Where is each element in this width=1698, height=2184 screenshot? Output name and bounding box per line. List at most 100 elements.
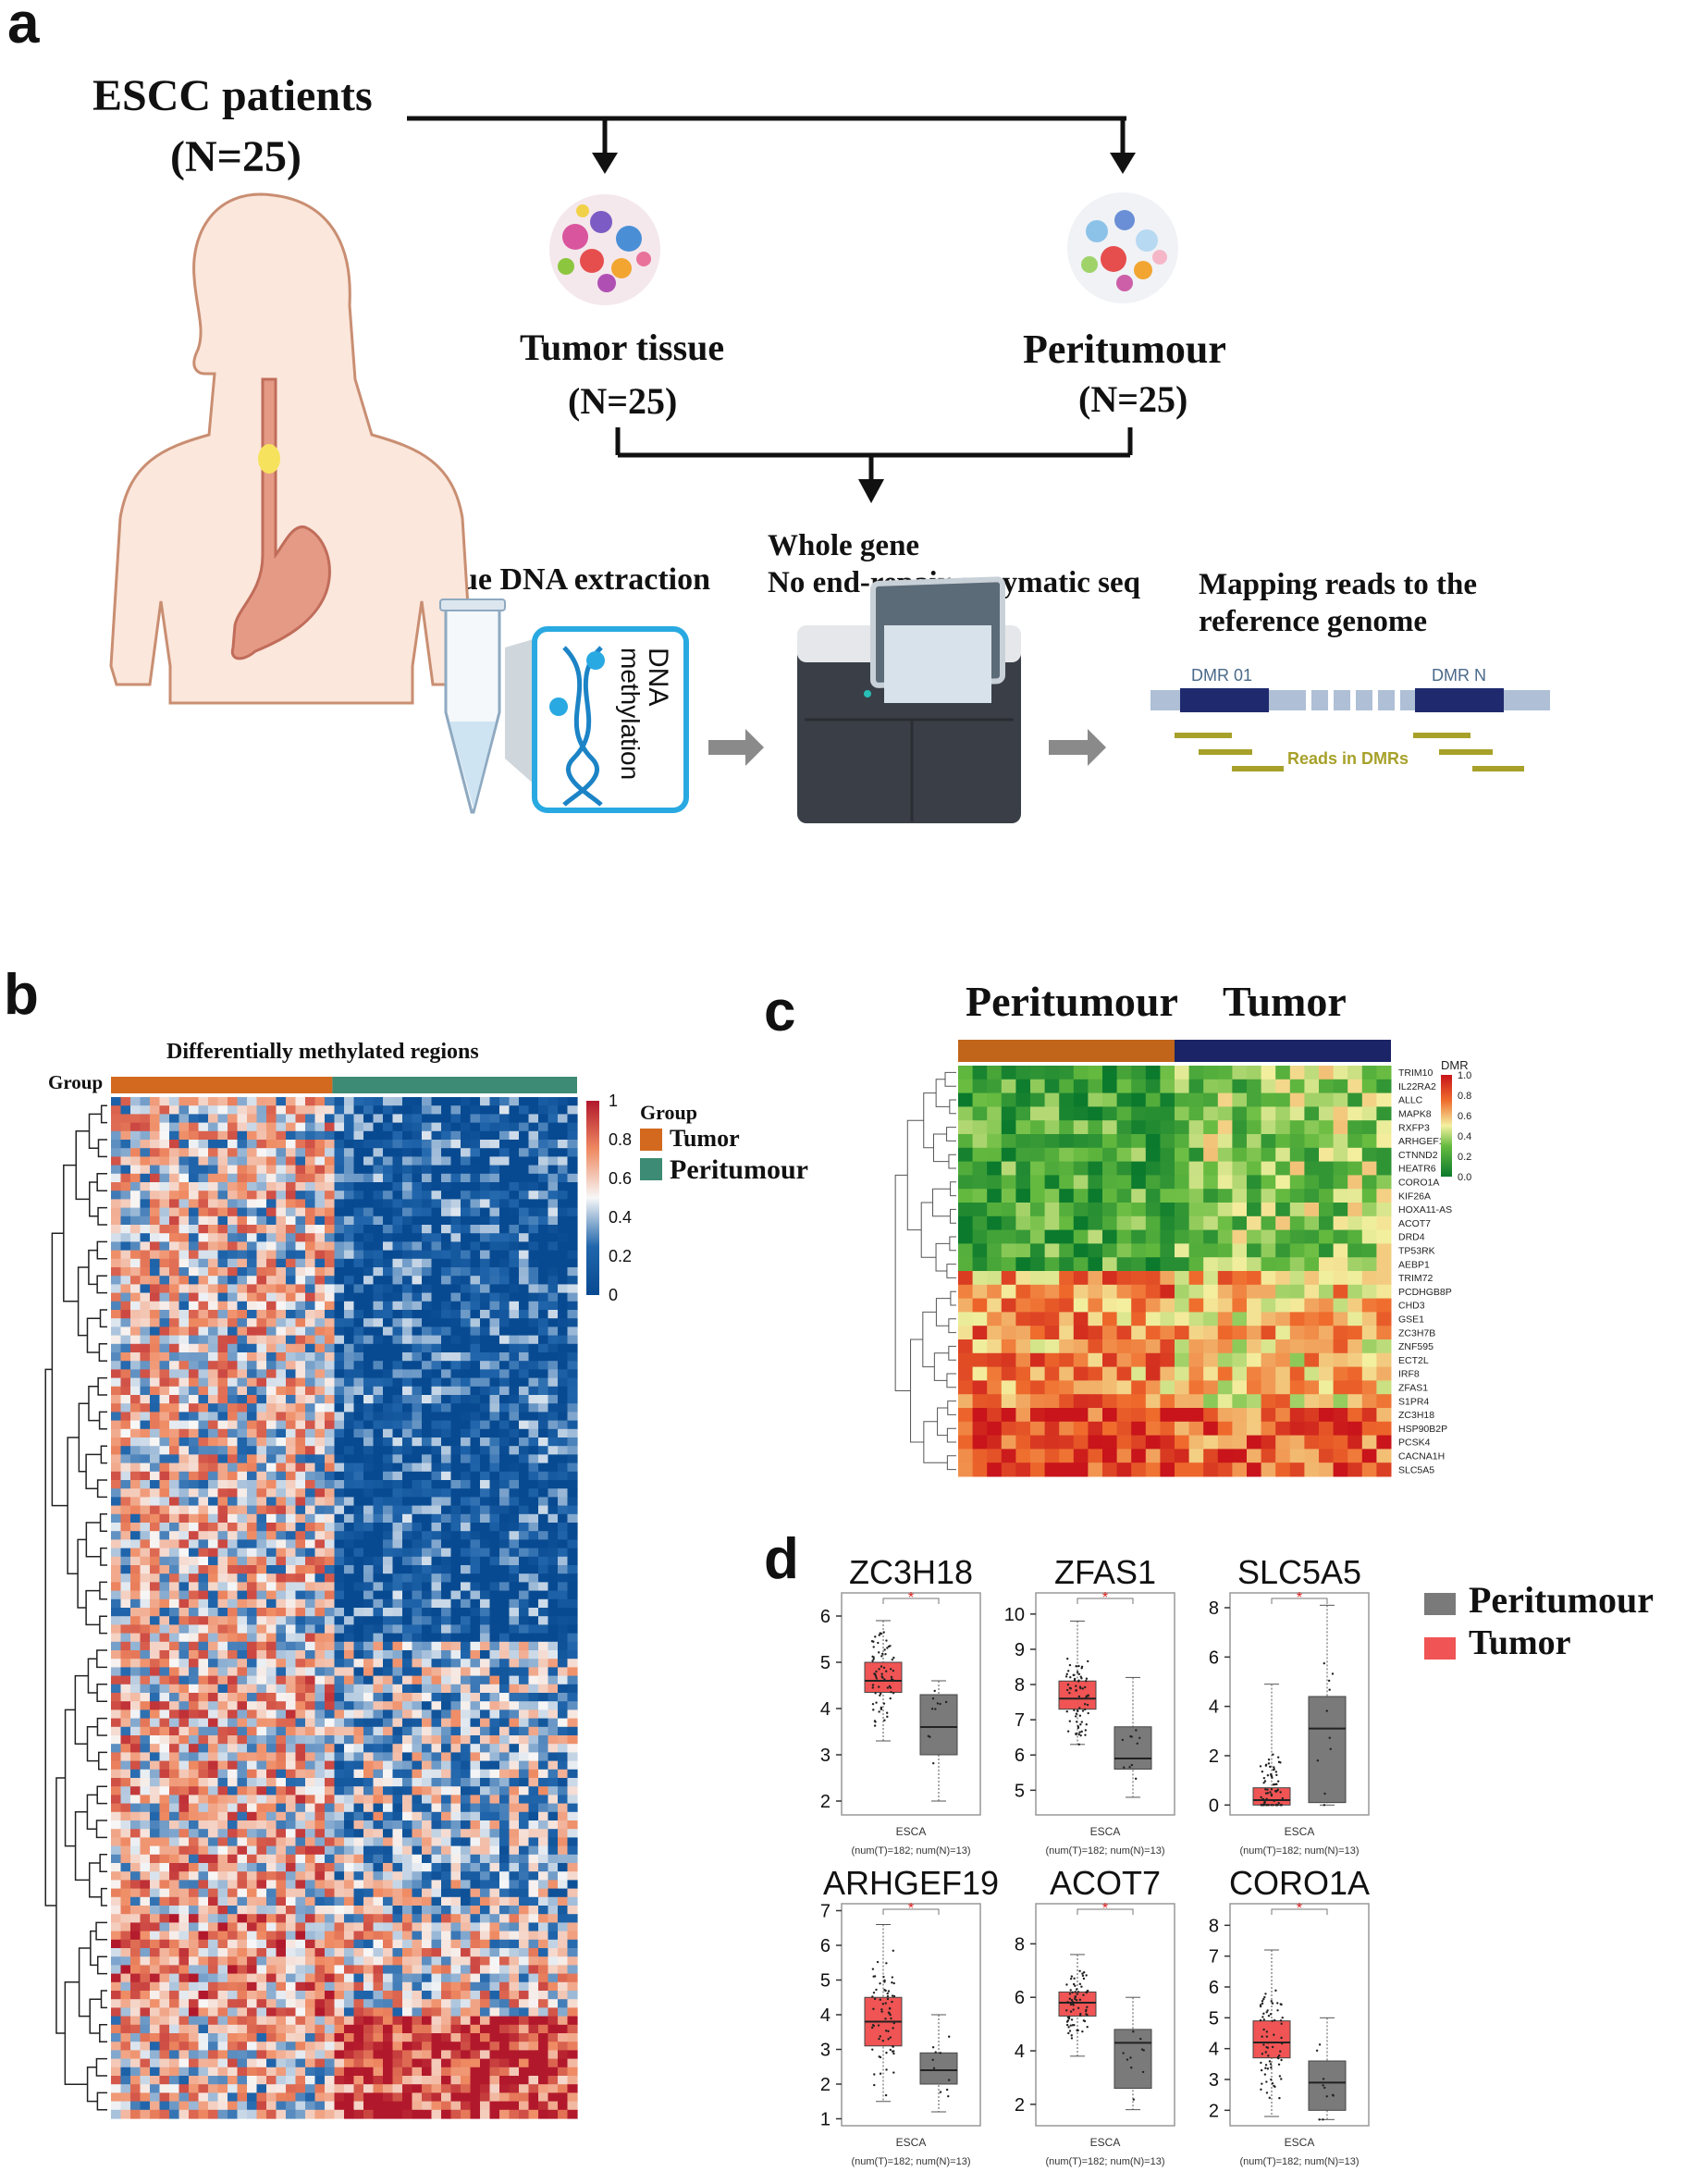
boxplot-ytick: 2: [1015, 2095, 1025, 2116]
panel-a-illustration: DNA methylation DMR 01 DMR N: [109, 116, 1550, 823]
heatmap-c-gene-label: CTNND2: [1398, 1150, 1438, 1161]
step-sequencing-line1: Whole gene: [768, 529, 920, 562]
patients-n: (N=25): [170, 132, 301, 181]
heatmap-c-gene-label: ALLC: [1398, 1095, 1423, 1106]
legend-d-tumor-swatch: [1424, 1637, 1456, 1660]
peritumour-title: Peritumour: [1023, 327, 1226, 372]
heatmap-c-gene-label: AEBP1: [1398, 1259, 1430, 1270]
boxplot-ytick: 4: [820, 1699, 831, 1720]
boxplot-ytick: 4: [820, 2005, 831, 2026]
heatmap-c-gene-label: SLC5A5: [1398, 1464, 1434, 1475]
boxplot-ytick: 0: [1209, 1795, 1219, 1816]
heatmap-c-header-peritumour: Peritumour: [966, 978, 1178, 1025]
significance-mark: *: [1102, 1590, 1108, 1606]
heatmap-b-colorbar-tick: 0.2: [609, 1247, 632, 1265]
heatmap-c-gene-label: PCSK4: [1398, 1437, 1431, 1449]
gray-arrow-2: [1049, 729, 1106, 766]
heatmap-c-colorbar-tick: 0.6: [1458, 1111, 1471, 1122]
heatmap-c-colorbar: [1441, 1075, 1452, 1177]
dna-label: DNA: [643, 648, 673, 706]
boxplot-ytick: 10: [1004, 1605, 1025, 1625]
significance-mark: *: [908, 1590, 914, 1606]
significance-bracket: [1077, 1908, 1134, 1915]
heatmap-b-colorbar-tick: 0.4: [609, 1208, 632, 1227]
heatmap-c-gene-label: HSP90B2P: [1398, 1424, 1447, 1435]
boxplot-category: ESCA: [1090, 2136, 1121, 2149]
boxplot-ytick: 6: [820, 1936, 831, 1956]
reads-label: Reads in DMRs: [1287, 749, 1409, 768]
boxplot-title: ZC3H18: [849, 1553, 973, 1591]
boxplot-ytick: 7: [1015, 1710, 1025, 1731]
heatmap-c-gene-label: RXFP3: [1398, 1122, 1430, 1133]
boxplot-ytick: 4: [1209, 1697, 1219, 1718]
boxplot-ytick: 3: [820, 1746, 831, 1766]
arrow-head-merge: [858, 479, 884, 503]
heatmap-c-colorbar-tick: 0.2: [1458, 1152, 1471, 1163]
heatmap-c-group-tumor: [1175, 1040, 1391, 1062]
boxplot-title: SLC5A5: [1237, 1553, 1361, 1591]
boxplot-box-tumor: [1058, 1991, 1097, 2017]
boxplot-title: ZFAS1: [1054, 1553, 1156, 1591]
heatmap-b: 10.80.60.40.20: [44, 1077, 632, 2119]
boxplot-frame: [1035, 1903, 1175, 2127]
boxplot-ytick: 6: [1209, 1978, 1219, 1998]
boxplot-ytick: 4: [1209, 2040, 1219, 2060]
boxplot-ytick: 8: [1015, 1934, 1025, 1955]
arrow-head-peritumour: [1110, 153, 1136, 174]
dmrn-label: DMR N: [1432, 666, 1486, 685]
group-bar-tumor: [111, 1077, 333, 1093]
significance-mark: *: [1297, 1901, 1302, 1917]
heatmap-c-gene-label: DRD4: [1398, 1232, 1425, 1243]
boxplot-ytick: 9: [1015, 1640, 1025, 1660]
heatmap-b-colorbar-tick: 1: [609, 1092, 618, 1110]
legend-b-tumor-swatch: [640, 1129, 662, 1151]
boxplot-box-normal: [1114, 2029, 1152, 2090]
legend-b-title: Group: [640, 1101, 697, 1124]
heatmap-b-dendrogram: [44, 1104, 107, 2111]
heatmap-c-gene-label: ZC3H7B: [1398, 1327, 1435, 1339]
heatmap-c-colorbar-tick: 0.8: [1458, 1091, 1471, 1102]
significance-bracket: [882, 1908, 940, 1915]
boxplot-ytick: 4: [1015, 2042, 1025, 2062]
heatmap-b-cells: [111, 1097, 578, 2119]
boxplot-caption: (num(T)=182; num(N)=13): [1240, 2156, 1360, 2167]
heatmap-c-colorbar-title: DMR: [1441, 1058, 1469, 1072]
peritumour-n: (N=25): [1078, 378, 1188, 420]
boxplot-ytick: 2: [820, 2075, 831, 2095]
heatmap-c-gene-label: CORO1A: [1398, 1178, 1439, 1189]
significance-bracket: [1271, 1908, 1328, 1915]
boxplot-ytick: 5: [1209, 2008, 1219, 2029]
heatmap-b-title: Differentially methylated regions: [166, 1040, 479, 1064]
boxplot-box-tumor: [1252, 2020, 1291, 2059]
heatmap-c-gene-label: S1PR4: [1398, 1396, 1429, 1407]
boxplot-box-tumor: [1058, 1680, 1097, 1710]
boxplot-ytick: 6: [820, 1607, 831, 1627]
boxplot-ytick: 5: [1015, 1781, 1025, 1801]
boxplot-ytick: 1: [820, 2110, 831, 2130]
dmr-track-icon: DMR 01 DMR N Reads in DMRs: [1150, 666, 1550, 771]
boxplot-category: ESCA: [1285, 2136, 1315, 2149]
legend-d-peritumour-label: Peritumour: [1469, 1579, 1654, 1621]
heatmap-c-gene-label: IRF8: [1398, 1369, 1420, 1380]
boxplot-box-normal: [1308, 2060, 1347, 2111]
patients-title: ESCC patients: [92, 71, 373, 120]
boxplot-caption: (num(T)=182; num(N)=13): [1046, 2156, 1165, 2167]
dna-methylation-box: DNA methylation: [532, 626, 689, 813]
boxplot-frame: [841, 1903, 981, 2127]
heatmap-b-colorbar-tick: 0.8: [609, 1130, 632, 1149]
heatmap-c-colorbar-tick: 1.0: [1458, 1070, 1471, 1081]
boxplot-title: CORO1A: [1229, 1864, 1370, 1902]
heatmap-c-gene-label: MAPK8: [1398, 1109, 1432, 1120]
boxplot-ytick: 5: [820, 1653, 831, 1673]
heatmap-c-gene-label: ECT2L: [1398, 1355, 1429, 1366]
heatmap-c-gene-label: ACOT7: [1398, 1218, 1431, 1229]
boxplot-category: ESCA: [896, 2136, 927, 2149]
boxplot-caption: (num(T)=182; num(N)=13): [852, 1845, 971, 1857]
boxplot-caption: (num(T)=182; num(N)=13): [1240, 1845, 1360, 1857]
step-mapping-line1: Mapping reads to the: [1199, 568, 1477, 601]
